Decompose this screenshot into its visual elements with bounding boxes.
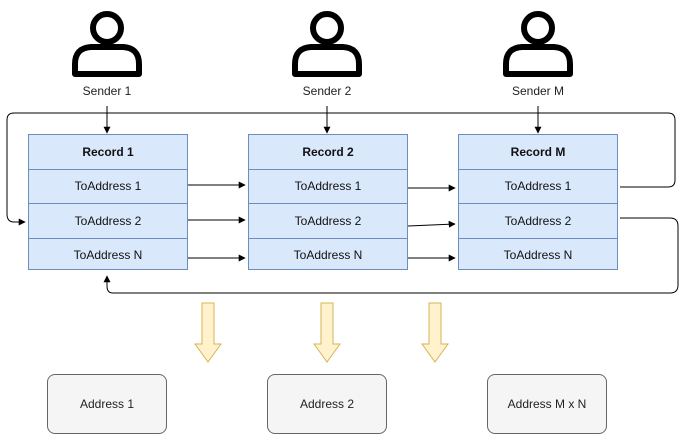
block-arrow-down-icon bbox=[313, 302, 341, 363]
sender-label: Sender M bbox=[511, 84, 565, 98]
record-field: ToAddress 2 bbox=[459, 204, 617, 239]
record-field: ToAddress N bbox=[293, 248, 363, 263]
address-m-x-n: Address M x N bbox=[487, 374, 607, 434]
record-m: Record M ToAddress 1 ToAddress 2 ToAddre… bbox=[458, 134, 618, 270]
address-1: Address 1 bbox=[47, 374, 167, 434]
record-title: Record M bbox=[459, 135, 617, 170]
record-field: ToAddress 2 bbox=[29, 204, 187, 239]
record-field: ToAddress 1 bbox=[249, 170, 407, 204]
user-icon bbox=[503, 11, 573, 77]
sender-m: Sender M bbox=[498, 8, 578, 98]
record-field: ToAddress 1 bbox=[459, 170, 617, 204]
record-title: Record 2 bbox=[249, 135, 407, 170]
user-icon bbox=[292, 11, 362, 77]
loop-top-connector bbox=[6, 112, 676, 226]
record-field: ToAddress N bbox=[73, 248, 143, 263]
loop-bottom-connector bbox=[103, 217, 679, 294]
record-title: Record 1 bbox=[29, 135, 187, 170]
record-field: ToAddress N bbox=[503, 248, 573, 263]
sender-1: Sender 1 bbox=[67, 8, 147, 98]
r2-rm-arrow-2 bbox=[407, 220, 456, 228]
record-2: Record 2 ToAddress 1 ToAddress 2 ToAddre… bbox=[248, 134, 408, 270]
address-2: Address 2 bbox=[267, 374, 387, 434]
user-icon bbox=[72, 11, 142, 77]
record-field: ToAddress 2 bbox=[249, 204, 407, 239]
sender-label: Sender 2 bbox=[302, 84, 352, 98]
record-field: ToAddress 1 bbox=[29, 170, 187, 204]
block-arrow-down-icon bbox=[421, 302, 449, 363]
sender-2: Sender 2 bbox=[287, 8, 367, 98]
block-arrow-down-icon bbox=[194, 302, 222, 363]
sender-label: Sender 1 bbox=[82, 84, 132, 98]
record-1: Record 1 ToAddress 1 ToAddress 2 ToAddre… bbox=[28, 134, 188, 270]
